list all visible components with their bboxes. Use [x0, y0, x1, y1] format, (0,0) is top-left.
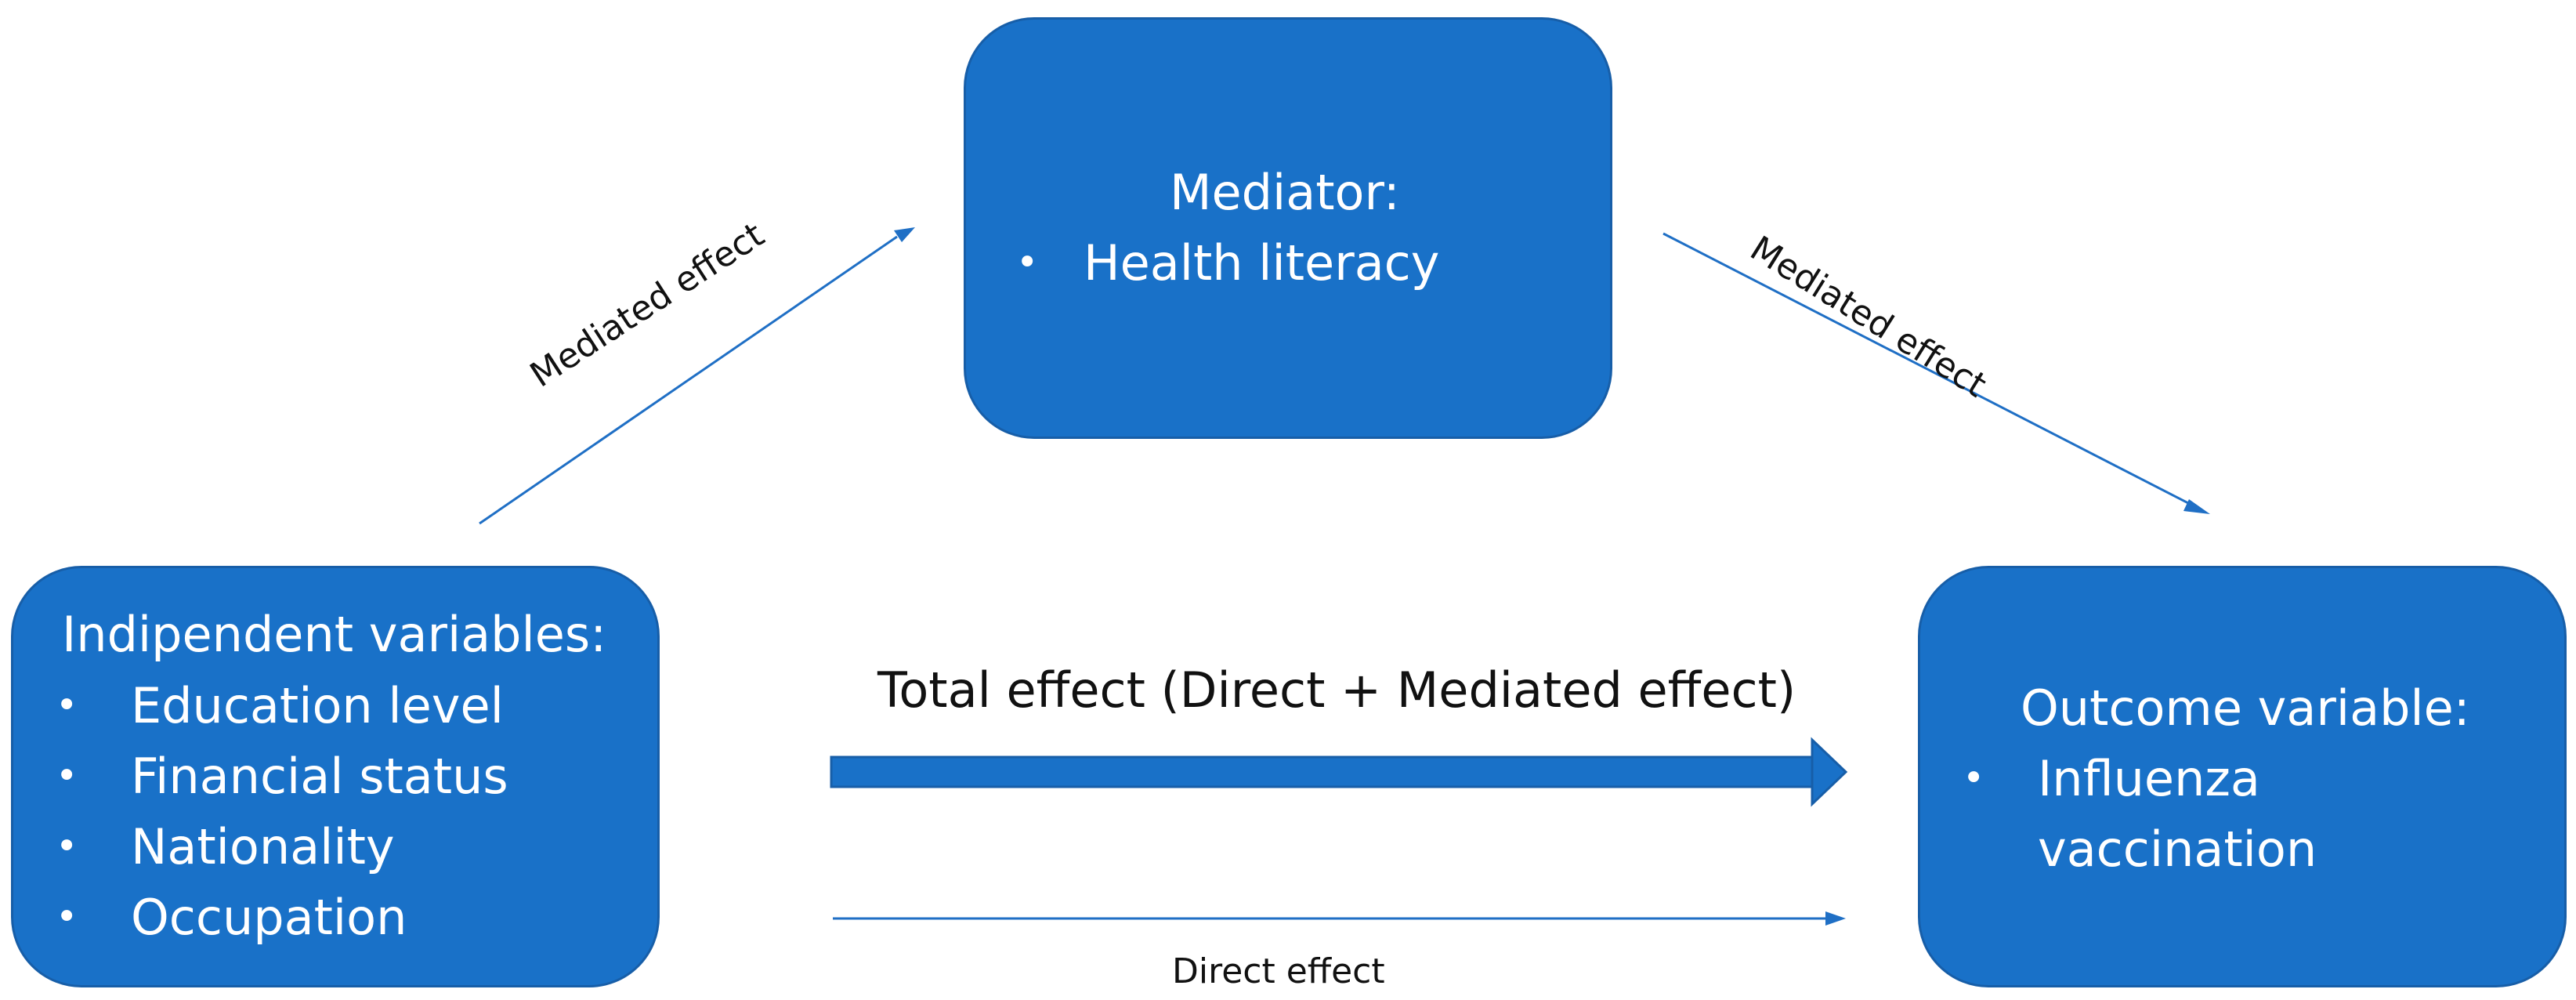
mediator-item-label: Health literacy	[1084, 234, 1440, 292]
independent-item-label: Education level	[131, 677, 504, 734]
bullet-dot: •	[56, 895, 78, 939]
direct-effect-label: Direct effect	[1172, 951, 1385, 991]
outcome-title: Outcome variable:	[2021, 679, 2470, 737]
total-effect-arrow-shaft	[830, 755, 1815, 788]
outcome-variable-box: Outcome variable: • Influenza vaccinatio…	[1918, 566, 2567, 987]
independent-item-label: Financial status	[131, 748, 508, 805]
mediated-effect-right-arrow	[1662, 232, 2192, 506]
mediated-effect-left-arrow	[479, 235, 898, 525]
total-effect-label: Total effect (Direct + Mediated effect)	[877, 661, 1796, 719]
mediated-effect-left-arrowhead	[894, 227, 915, 242]
bullet-dot: •	[1016, 241, 1039, 284]
mediator-box: Mediator: • Health literacy	[964, 17, 1612, 439]
total-effect-arrowhead	[1811, 737, 1848, 807]
independent-item-label: Occupation	[131, 889, 407, 946]
independent-item-label: Nationality	[131, 818, 395, 875]
bullet-dot: •	[1963, 756, 1985, 800]
bullet-dot: •	[56, 754, 78, 798]
direct-effect-arrowhead	[1825, 911, 1846, 926]
independent-title: Indipendent variables:	[62, 606, 607, 663]
outcome-item-label-line2: vaccination	[2038, 821, 2317, 878]
mediator-title: Mediator:	[1170, 164, 1400, 221]
mediated-effect-right-arrowhead	[2183, 499, 2210, 514]
bullet-dot: •	[56, 824, 78, 868]
bullet-dot: •	[56, 683, 78, 727]
independent-variables-box: Indipendent variables: • Education level…	[11, 566, 660, 987]
outcome-item-label-line1: Influenza	[2038, 750, 2260, 807]
